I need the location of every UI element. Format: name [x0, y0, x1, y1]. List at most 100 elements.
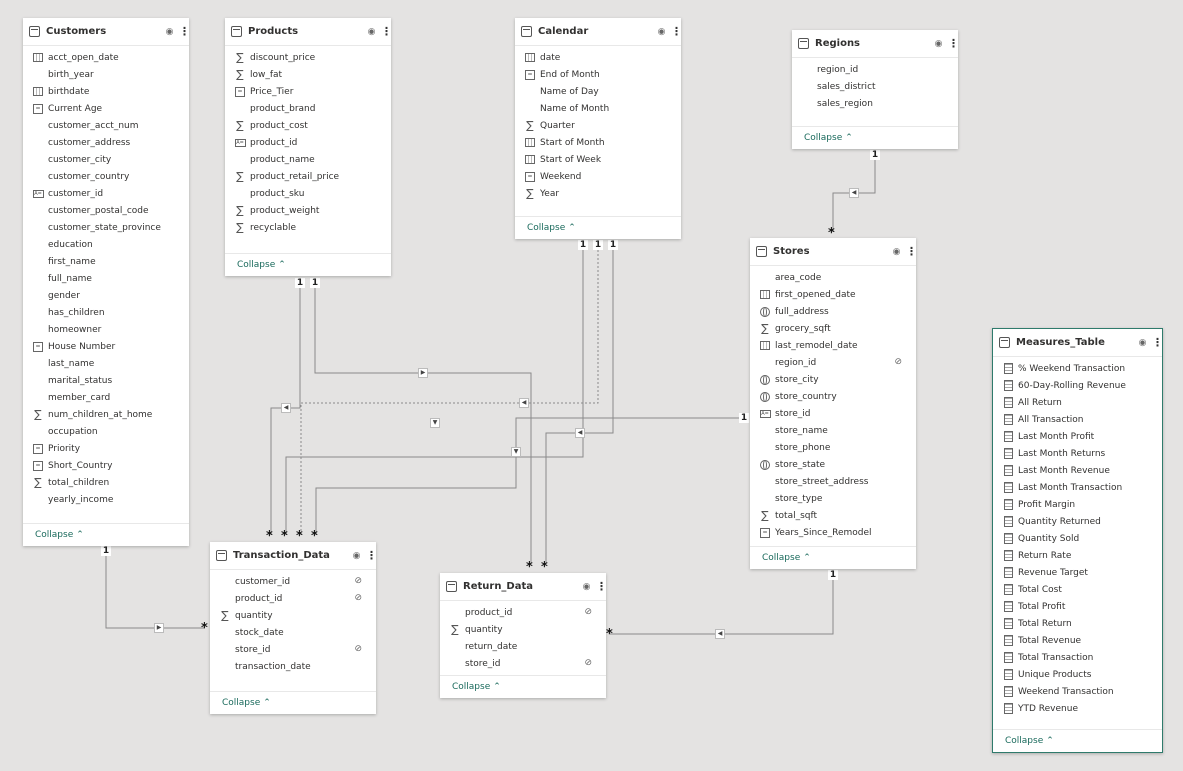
field-item[interactable]: =Short_Country	[23, 457, 189, 474]
field-item[interactable]: A=store_id	[750, 405, 916, 422]
field-item[interactable]: first_opened_date	[750, 286, 916, 303]
field-item[interactable]: =Price_Tier	[225, 83, 391, 100]
field-item[interactable]: return_date	[440, 638, 606, 655]
field-item[interactable]: customer_city	[23, 151, 189, 168]
field-item[interactable]: ∑product_weight	[225, 202, 391, 219]
more-options-icon[interactable]: ⋮	[366, 549, 377, 562]
field-item[interactable]: first_name	[23, 253, 189, 270]
collapse-button[interactable]: Collapse⌃	[750, 546, 916, 569]
field-item[interactable]: store_id⊘	[440, 655, 606, 672]
field-item[interactable]: Unique Products	[993, 666, 1162, 683]
table-header[interactable]: Calendar◉⋮	[515, 18, 682, 46]
field-item[interactable]: ∑product_retail_price	[225, 168, 391, 185]
field-item[interactable]: Quantity Returned	[993, 513, 1162, 530]
field-item[interactable]: Quantity Sold	[993, 530, 1162, 547]
field-item[interactable]: last_remodel_date	[750, 337, 916, 354]
field-item[interactable]: full_name	[23, 270, 189, 287]
field-item[interactable]: product_brand	[225, 100, 391, 117]
field-item[interactable]: store_id⊘	[210, 641, 376, 658]
collapse-button[interactable]: Collapse⌃	[23, 523, 189, 546]
field-item[interactable]: sales_region	[792, 95, 958, 112]
more-options-icon[interactable]: ⋮	[906, 245, 917, 258]
field-item[interactable]: A=customer_id	[23, 185, 189, 202]
field-item[interactable]: Last Month Profit	[993, 428, 1162, 445]
field-item[interactable]: region_id⊘	[750, 354, 916, 371]
field-item[interactable]: last_name	[23, 355, 189, 372]
eye-icon[interactable]: ◉	[352, 550, 361, 561]
field-item[interactable]: education	[23, 236, 189, 253]
field-item[interactable]: product_name	[225, 151, 391, 168]
field-item[interactable]: ∑quantity	[210, 607, 376, 624]
field-item[interactable]: full_address	[750, 303, 916, 320]
field-item[interactable]: 60-Day-Rolling Revenue	[993, 377, 1162, 394]
table-header[interactable]: Transaction_Data◉⋮	[210, 542, 377, 570]
more-options-icon[interactable]: ⋮	[671, 25, 682, 38]
eye-icon[interactable]: ◉	[165, 26, 174, 37]
field-item[interactable]: Last Month Transaction	[993, 479, 1162, 496]
eye-icon[interactable]: ◉	[892, 246, 901, 257]
field-item[interactable]: store_country	[750, 388, 916, 405]
field-item[interactable]: member_card	[23, 389, 189, 406]
field-item[interactable]: region_id	[792, 61, 958, 78]
field-item[interactable]: =House Number	[23, 338, 189, 355]
field-item[interactable]: ∑product_cost	[225, 117, 391, 134]
collapse-button[interactable]: Collapse⌃	[225, 253, 391, 276]
more-options-icon[interactable]: ⋮	[381, 25, 392, 38]
field-item[interactable]: customer_id⊘	[210, 573, 376, 590]
eye-icon[interactable]: ◉	[582, 581, 591, 592]
table-card-products[interactable]: Products◉⋮∑discount_price∑low_fat=Price_…	[225, 18, 392, 276]
field-item[interactable]: Revenue Target	[993, 564, 1162, 581]
field-item[interactable]: birth_year	[23, 66, 189, 83]
field-item[interactable]: product_sku	[225, 185, 391, 202]
collapse-button[interactable]: Collapse⌃	[792, 126, 958, 149]
field-item[interactable]: customer_postal_code	[23, 202, 189, 219]
table-header[interactable]: Stores◉⋮	[750, 238, 917, 266]
field-item[interactable]: Return Rate	[993, 547, 1162, 564]
field-item[interactable]: customer_state_province	[23, 219, 189, 236]
field-item[interactable]: All Transaction	[993, 411, 1162, 428]
field-item[interactable]: ∑low_fat	[225, 66, 391, 83]
field-item[interactable]: customer_country	[23, 168, 189, 185]
field-item[interactable]: ∑Quarter	[515, 117, 681, 134]
field-item[interactable]: Name of Month	[515, 100, 681, 117]
field-item[interactable]: has_children	[23, 304, 189, 321]
field-item[interactable]: ∑recyclable	[225, 219, 391, 236]
field-item[interactable]: Start of Week	[515, 151, 681, 168]
table-header[interactable]: Customers◉⋮	[23, 18, 190, 46]
field-item[interactable]: Last Month Returns	[993, 445, 1162, 462]
field-item[interactable]: ∑total_sqft	[750, 507, 916, 524]
table-header[interactable]: Return_Data◉⋮	[440, 573, 607, 601]
field-item[interactable]: Start of Month	[515, 134, 681, 151]
field-item[interactable]: ∑num_children_at_home	[23, 406, 189, 423]
field-item[interactable]: yearly_income	[23, 491, 189, 508]
eye-icon[interactable]: ◉	[934, 38, 943, 49]
field-item[interactable]: Total Revenue	[993, 632, 1162, 649]
eye-icon[interactable]: ◉	[657, 26, 666, 37]
field-item[interactable]: sales_district	[792, 78, 958, 95]
field-item[interactable]: =Weekend	[515, 168, 681, 185]
field-item[interactable]: Last Month Revenue	[993, 462, 1162, 479]
table-header[interactable]: Products◉⋮	[225, 18, 392, 46]
more-options-icon[interactable]: ⋮	[179, 25, 190, 38]
field-item[interactable]: ∑grocery_sqft	[750, 320, 916, 337]
table-header[interactable]: Measures_Table◉⋮	[993, 329, 1163, 357]
field-item[interactable]: store_state	[750, 456, 916, 473]
field-item[interactable]: gender	[23, 287, 189, 304]
field-item[interactable]: YTD Revenue	[993, 700, 1162, 717]
field-item[interactable]: ∑quantity	[440, 621, 606, 638]
collapse-button[interactable]: Collapse⌃	[515, 216, 681, 239]
field-item[interactable]: marital_status	[23, 372, 189, 389]
field-item[interactable]: Weekend Transaction	[993, 683, 1162, 700]
field-item[interactable]: customer_acct_num	[23, 117, 189, 134]
field-item[interactable]: store_name	[750, 422, 916, 439]
field-item[interactable]: Total Cost	[993, 581, 1162, 598]
field-item[interactable]: % Weekend Transaction	[993, 360, 1162, 377]
field-item[interactable]: stock_date	[210, 624, 376, 641]
